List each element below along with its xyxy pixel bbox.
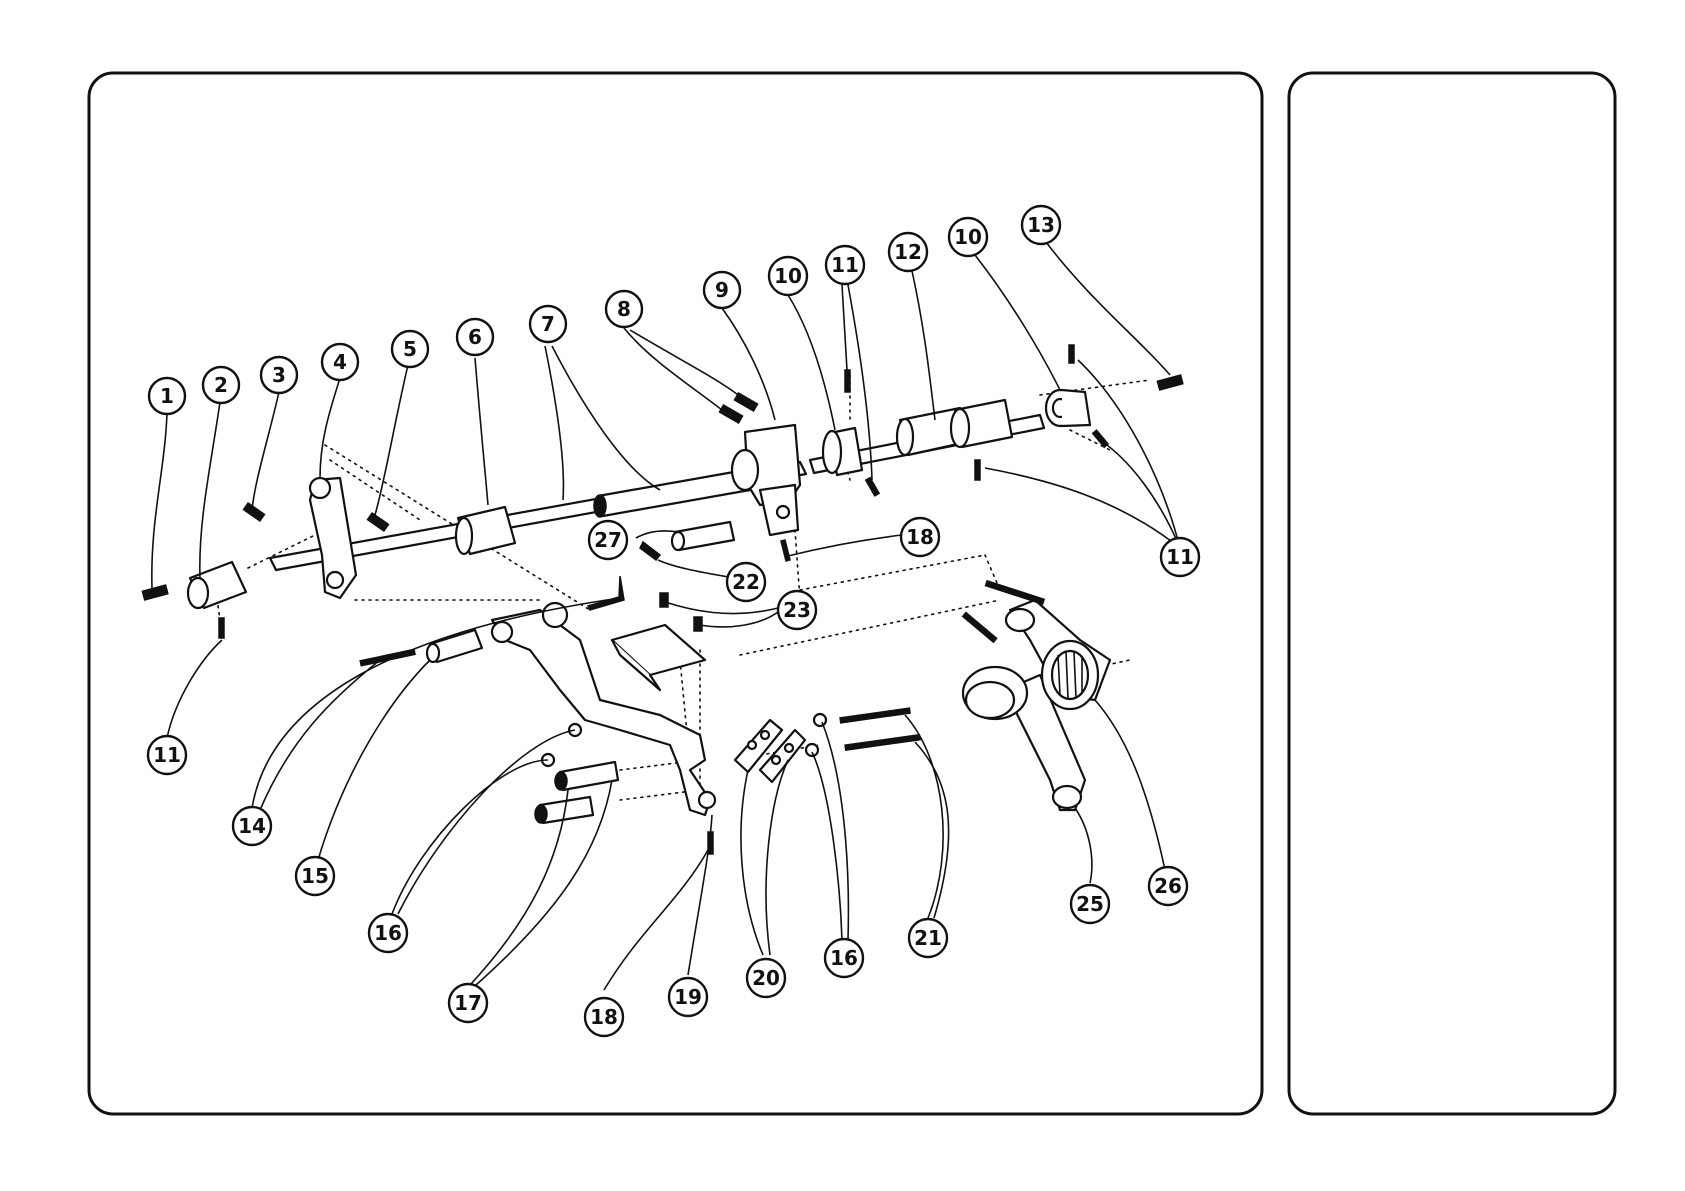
callout-22: 22: [727, 563, 765, 601]
svg-text:2: 2: [214, 373, 228, 397]
svg-text:7: 7: [541, 312, 555, 336]
callout-23: 23: [778, 591, 816, 629]
svg-text:8: 8: [617, 297, 631, 321]
setscrew-11a: [845, 370, 850, 392]
svg-text:10: 10: [954, 225, 982, 249]
svg-text:16: 16: [374, 921, 402, 945]
svg-text:12: 12: [894, 240, 922, 264]
callout-18b: 18: [585, 998, 623, 1036]
callout-11b: 11: [1161, 538, 1199, 576]
svg-text:1: 1: [160, 384, 174, 408]
callout-7: 7: [530, 306, 566, 342]
svg-text:17: 17: [454, 991, 482, 1015]
callout-25: 25: [1071, 885, 1109, 923]
svg-text:6: 6: [468, 325, 482, 349]
svg-text:26: 26: [1154, 874, 1182, 898]
callout-17: 17: [449, 984, 487, 1022]
setscrew-11b: [1069, 345, 1074, 363]
callout-10b: 10: [949, 218, 987, 256]
callout-26: 26: [1149, 867, 1187, 905]
callout-13: 13: [1022, 206, 1060, 244]
svg-text:20: 20: [752, 966, 780, 990]
callout-1: 1: [149, 378, 185, 414]
svg-text:27: 27: [594, 528, 622, 552]
svg-text:3: 3: [272, 363, 286, 387]
setscrew-11c: [219, 618, 224, 638]
callout-27: 27: [589, 521, 627, 559]
svg-text:23: 23: [783, 598, 811, 622]
svg-text:11: 11: [1166, 545, 1194, 569]
svg-text:18: 18: [906, 525, 934, 549]
svg-text:9: 9: [715, 278, 729, 302]
collar-2-face: [188, 578, 208, 608]
callout-6: 6: [457, 319, 493, 355]
svg-text:15: 15: [301, 864, 329, 888]
callout-2: 2: [203, 367, 239, 403]
callout-21: 21: [909, 919, 947, 957]
callout-12: 12: [889, 233, 927, 271]
svg-text:5: 5: [403, 337, 417, 361]
callout-15: 15: [296, 857, 334, 895]
svg-text:19: 19: [674, 985, 702, 1009]
svg-text:11: 11: [831, 253, 859, 277]
callout-8: 8: [606, 291, 642, 327]
svg-text:21: 21: [914, 926, 942, 950]
svg-text:4: 4: [333, 350, 347, 374]
main-diagram-panel: [89, 73, 1262, 1114]
callout-3: 3: [261, 357, 297, 393]
clip-16b: [814, 714, 826, 726]
callout-20: 20: [747, 959, 785, 997]
svg-text:22: 22: [732, 570, 760, 594]
svg-text:18: 18: [590, 1005, 618, 1029]
callout-11c: 11: [148, 736, 186, 774]
callout-10a: 10: [769, 257, 807, 295]
side-panel: [1289, 73, 1615, 1114]
svg-text:25: 25: [1076, 892, 1104, 916]
svg-text:14: 14: [238, 814, 266, 838]
callout-5: 5: [392, 331, 428, 367]
callout-19: 19: [669, 978, 707, 1016]
svg-text:16: 16: [830, 946, 858, 970]
callout-11a: 11: [826, 246, 864, 284]
svg-text:11: 11: [153, 743, 181, 767]
svg-text:10: 10: [774, 264, 802, 288]
callout-16a: 16: [369, 914, 407, 952]
callout-4: 4: [322, 344, 358, 380]
screw-23b: [694, 617, 702, 631]
callout-18a: 18: [901, 518, 939, 556]
callout-9: 9: [704, 272, 740, 308]
screw-23a: [660, 593, 668, 607]
callout-16b: 16: [825, 939, 863, 977]
callout-14: 14: [233, 807, 271, 845]
svg-text:13: 13: [1027, 213, 1055, 237]
